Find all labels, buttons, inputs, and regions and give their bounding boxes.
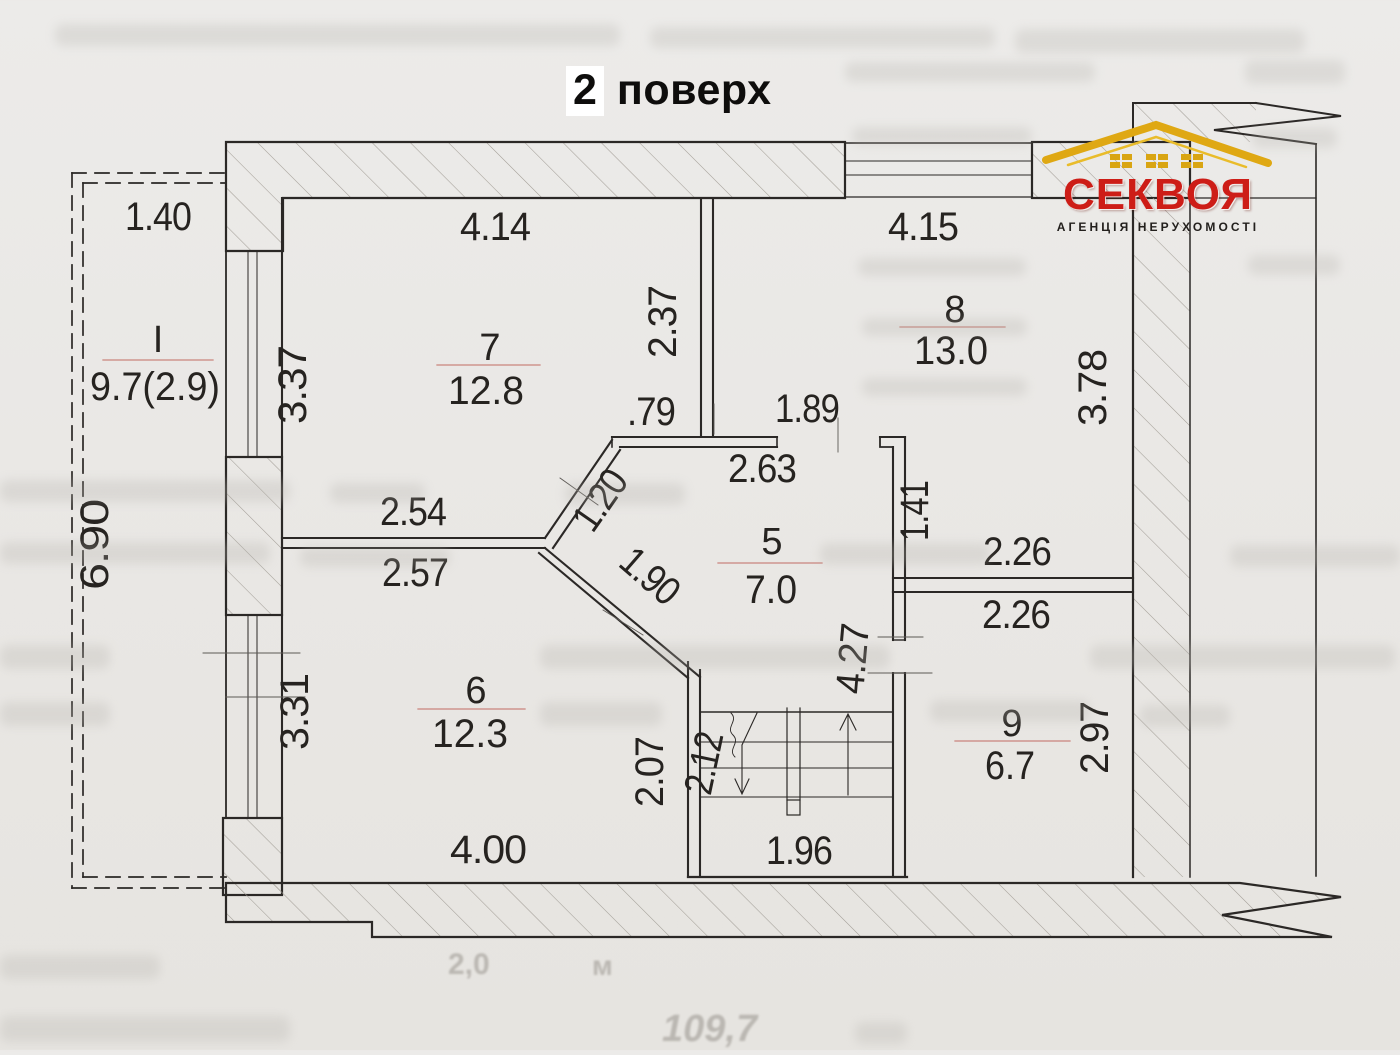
dim-r8-bottom: 1.89 (775, 387, 839, 431)
dim-r7-top: 4.14 (460, 205, 531, 249)
dim-r8-top: 4.15 (888, 205, 958, 249)
dim-r9-height: 2.97 (1073, 702, 1117, 774)
page-title: 2 поверх (566, 66, 772, 116)
logo-roof-icon (1042, 120, 1272, 169)
bleed-through-smudge (540, 702, 662, 726)
bleed-through-smudge (845, 62, 1095, 82)
dim-right-wall: 3.78 (1071, 350, 1115, 426)
room-balcony-area: 9.7(2.9) (90, 365, 220, 409)
dim-balcony-depth: 1.40 (125, 195, 191, 239)
hatched-walls (221, 103, 1342, 939)
room-7-area: 12.8 (448, 369, 524, 413)
bleed-through-smudge (650, 27, 995, 48)
bleed-through-smudge (855, 1022, 907, 1044)
bleed-through-smudge (1090, 645, 1395, 669)
bleed-through-smudge (862, 378, 1027, 396)
bleed-through-smudge (0, 645, 110, 669)
stair-down-arrow (734, 712, 758, 796)
bleed-through-smudge (0, 1016, 290, 1042)
bleed-through-smudge (930, 700, 1090, 722)
bleed-through-smudge (565, 483, 685, 505)
dim-hall-wall-a: 2.54 (380, 490, 447, 534)
room-6-number: 6 (465, 670, 486, 712)
ghost-total-area: 109,7 (662, 1008, 758, 1050)
structural-lines (225, 101, 1342, 879)
bleed-through-smudge (862, 318, 1027, 336)
ghost-unit-label: м (592, 950, 613, 981)
dim-r5-top: 2.63 (728, 447, 796, 491)
bleed-through-smudge (1015, 29, 1305, 53)
dim-diag-lower: 1.90 (611, 539, 688, 614)
logo-windows-icon (1110, 154, 1203, 168)
wall-top-band (224, 140, 847, 253)
wall-right-column (1133, 198, 1190, 877)
dim-r78-wall: 2.37 (641, 286, 685, 358)
room-8-number: 8 (944, 289, 965, 331)
bleed-through-smudge (0, 480, 290, 502)
ghost-ceiling-height: 2,0 (448, 948, 490, 981)
bleed-through-smudge (330, 483, 425, 503)
room-balcony-number: I (153, 319, 164, 361)
room-number-underlines (102, 326, 1071, 742)
room-5-area: 7.0 (745, 568, 797, 612)
room-9-number: 9 (1001, 703, 1022, 745)
dim-r5-right: 1.41 (893, 481, 937, 541)
room-5-number: 5 (761, 521, 782, 563)
wall-bottom-band (224, 881, 1342, 939)
dim-stair-run: 2.12 (676, 728, 732, 798)
bleed-through-smudge (1245, 60, 1345, 84)
wall-left-pier (224, 455, 284, 617)
stair-up-arrow (839, 712, 857, 796)
stair-break-squiggle (729, 712, 737, 758)
bleed-through-smudge (1140, 705, 1230, 727)
staircase (686, 707, 909, 879)
dim-hall-wall-b: 2.57 (382, 551, 448, 595)
agency-tagline: АГЕНЦІЯ НЕРУХОМОСТІ (1056, 220, 1260, 234)
dim-corridor-width: 2.26 (983, 530, 1051, 574)
dim-stair-wall: 2.07 (628, 737, 672, 807)
floor-word: поверх (616, 66, 772, 114)
room-7-number: 7 (479, 327, 500, 369)
bleed-through-smudge (1252, 128, 1337, 148)
room-8-area: 13.0 (914, 329, 988, 373)
floor-number: 2 (566, 66, 605, 116)
bleed-through-smudge (0, 702, 110, 726)
room-6-area: 12.3 (432, 712, 508, 756)
dimension-ticks (202, 403, 933, 698)
bleed-through-smudge (1230, 545, 1400, 567)
dim-stair-width: 1.96 (766, 829, 832, 873)
dimension-labels: 1.40 4.14 4.15 3.37 6.90 2.37 .79 1.89 3… (73, 195, 1117, 873)
bleed-through-smudge (820, 543, 990, 565)
bleed-through-smudge (0, 955, 160, 979)
dim-r7-window: 3.37 (271, 346, 315, 424)
bleed-through-smudge (852, 127, 1032, 145)
dim-r6-window: 3.31 (273, 674, 317, 750)
bleed-through-smudge (540, 645, 890, 669)
bleed-through-smudge (55, 24, 620, 46)
agency-logo: СЕКВОЯ АГЕНЦІЯ НЕРУХОМОСТІ (1036, 118, 1280, 234)
bleed-through-smudge (0, 542, 270, 564)
bleed-through-smudge (300, 547, 450, 567)
agency-name: СЕКВОЯ (1063, 170, 1253, 219)
dim-wall-jog: .79 (627, 390, 675, 434)
dim-balcony-length: 6.90 (73, 500, 117, 590)
balcony-dashed-outline (71, 172, 227, 889)
bleed-through-smudge (1248, 255, 1340, 275)
dim-corridor-length: 4.27 (828, 622, 878, 696)
bleed-through-smudge (858, 258, 1026, 276)
dim-r6-bottom: 4.00 (450, 828, 526, 872)
room-labels: I 9.7(2.9) 7 12.8 8 13.0 5 7.0 6 12.3 9 … (90, 289, 1035, 788)
room-9-area: 6.7 (985, 744, 1035, 788)
dim-r9-width: 2.26 (982, 593, 1050, 637)
